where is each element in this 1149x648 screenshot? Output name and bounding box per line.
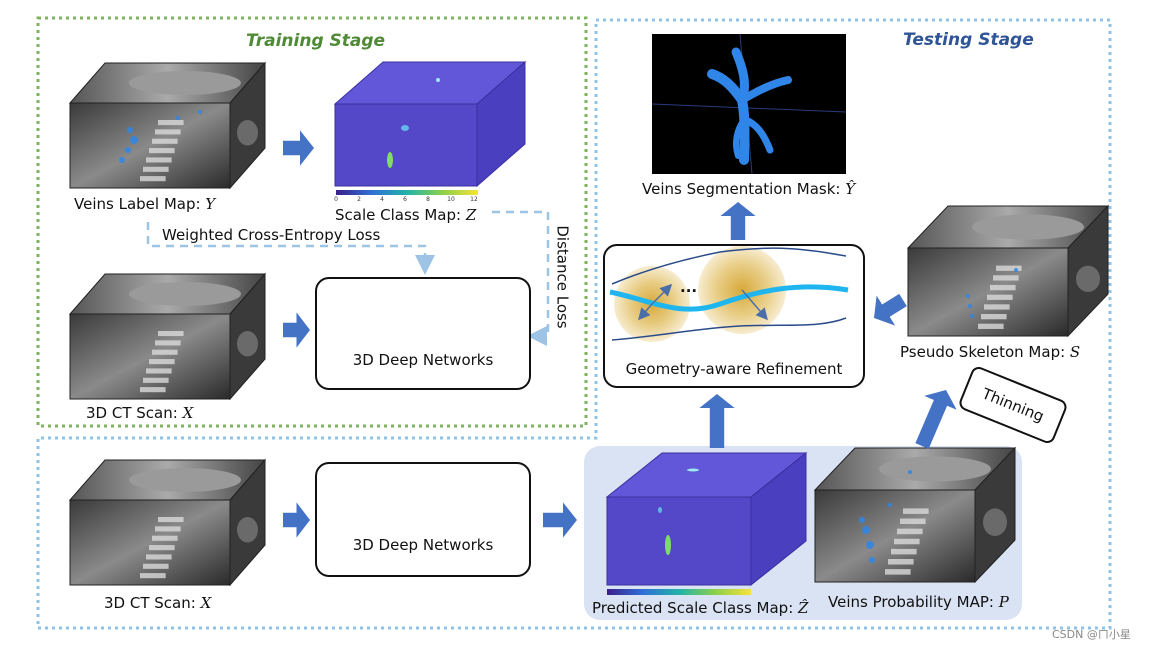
- colorbar-tick-label: 12: [470, 196, 478, 203]
- watermark: CSDN @ㄇ小星: [1052, 628, 1131, 641]
- predicted-scale-label: Predicted Scale Class Map: Ẑ: [592, 599, 809, 617]
- ct-scan-train-cube: [68, 272, 267, 401]
- colorbar-tick-label: 8: [426, 196, 430, 203]
- arrow-label-to-scale: [283, 130, 314, 166]
- radius-arrow-left-2: [638, 303, 653, 321]
- deep-network-test-label: 3D Deep Networks: [352, 536, 494, 554]
- arrow-ct-to-net-train: [283, 312, 310, 348]
- radius-arrow-left: [651, 283, 673, 305]
- distance-loss-label: Distance Loss: [553, 225, 572, 329]
- deep-network-box-train: 3D Deep Networks: [315, 277, 531, 390]
- testing-stage-border: [36, 18, 1112, 630]
- colorbar-ticks: 0 2 4 6 8 10 12: [334, 196, 478, 206]
- deep-network-box-test: 3D Deep Networks: [315, 462, 531, 577]
- scale-colorbar: [336, 190, 478, 195]
- geometry-refinement-box: Geometry-aware Refinement: [603, 244, 865, 388]
- vessel-wall-bottom: [611, 317, 847, 341]
- arrow-ct-to-net-test: [283, 502, 310, 538]
- veins-label-map-label: Veins Label Map: Y: [74, 195, 216, 213]
- vein-tree-shape: [707, 47, 792, 165]
- ct-scan-test-cube: [68, 458, 267, 587]
- deep-network-train-label: 3D Deep Networks: [352, 351, 494, 369]
- predicted-colorbar: [607, 589, 751, 595]
- colorbar-tick-label: 4: [380, 196, 384, 203]
- ct-scan-test-label: 3D CT Scan: X: [104, 594, 212, 612]
- training-stage-title: Training Stage: [246, 31, 386, 51]
- pseudo-skeleton-label: Pseudo Skeleton Map: S: [900, 343, 1081, 361]
- veins-label-map-cube: [68, 61, 267, 190]
- colorbar-tick-label: 2: [357, 196, 361, 203]
- weighted-ce-loss-label: Weighted Cross-Entropy Loss: [162, 226, 381, 244]
- arrow-output-to-refinement: [699, 394, 735, 448]
- refinement-ellipsis: ...: [680, 278, 698, 296]
- arrow-refinement-to-mask: [720, 202, 756, 240]
- distance-loss-line: [492, 210, 550, 346]
- scale-class-map-label: Scale Class Map: Z: [335, 206, 477, 224]
- veins-prob-map-cube: [813, 446, 1017, 584]
- colorbar-tick-label: 6: [403, 196, 407, 203]
- training-stage-border: [36, 16, 588, 428]
- veins-seg-mask-label: Veins Segmentation Mask: Ŷ: [642, 180, 856, 198]
- vessel-centerline: [609, 284, 849, 312]
- testing-stage-title: Testing Stage: [903, 30, 1034, 50]
- predicted-scale-map-cube: [605, 451, 808, 595]
- radius-arrow-right: [741, 289, 768, 321]
- arrow-skeleton-to-refinement: [874, 293, 907, 326]
- ct-scan-train-label: 3D CT Scan: X: [86, 404, 194, 422]
- arrow-net-to-output: [543, 502, 577, 538]
- pseudo-skeleton-cube: [906, 204, 1110, 338]
- colorbar-tick-label: 0: [334, 196, 338, 203]
- geometry-refinement-label: Geometry-aware Refinement: [625, 360, 843, 378]
- scale-class-map-cube: [333, 60, 527, 195]
- veins-prob-map-label: Veins Probability MAP: P: [828, 593, 1009, 611]
- seg-axis-line: [651, 103, 847, 113]
- weighted-ce-loss-line: [146, 222, 435, 275]
- colorbar-tick-label: 10: [447, 196, 455, 203]
- vessel-wall-top: [611, 247, 847, 285]
- arrow-prob-to-skeleton: [915, 390, 957, 449]
